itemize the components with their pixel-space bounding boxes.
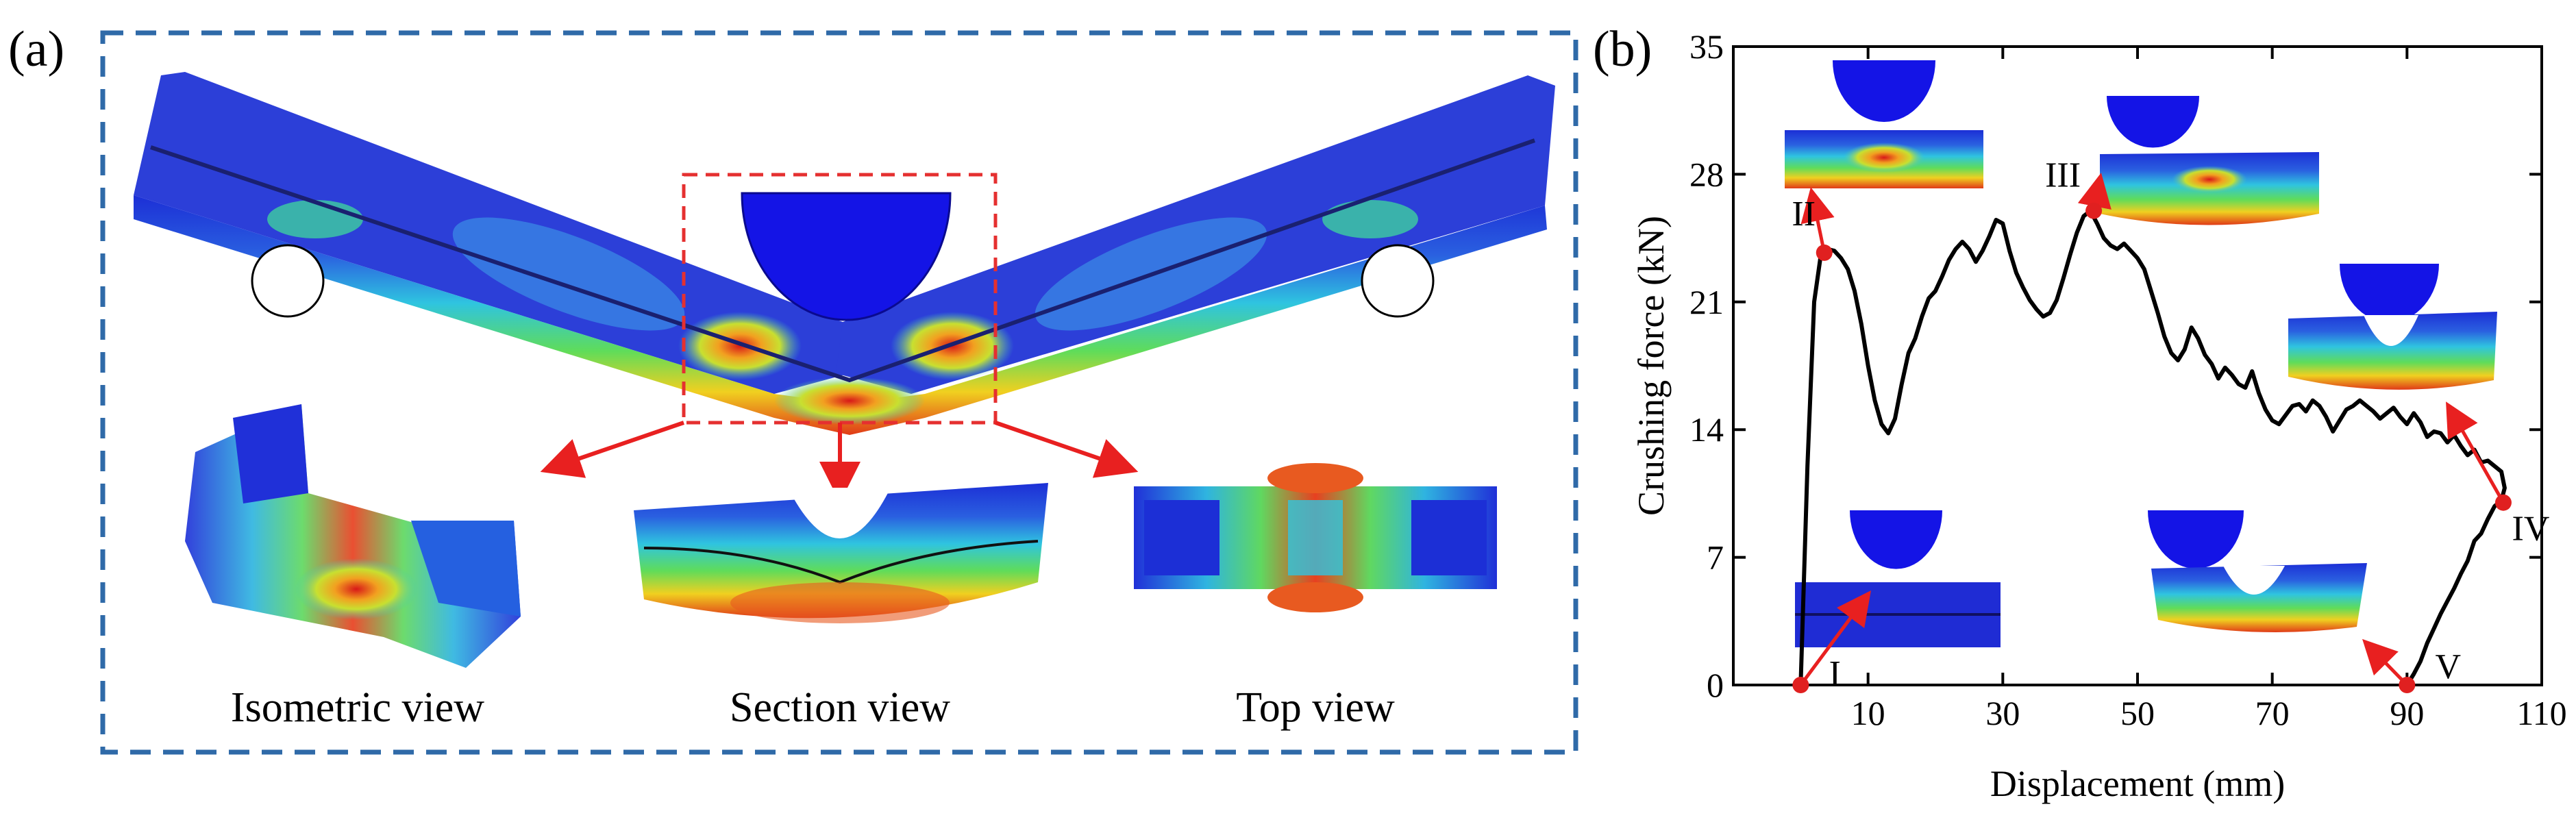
isometric-hotspot bbox=[295, 558, 418, 620]
top-view-pad-right bbox=[1411, 500, 1487, 575]
stage-label: IV bbox=[2512, 510, 2550, 549]
arrow-to-isometric bbox=[540, 421, 684, 478]
stage-label: V bbox=[2436, 647, 2462, 686]
support-roller-right bbox=[1361, 244, 1435, 318]
section-indent bbox=[788, 488, 891, 538]
stage-label: I bbox=[1829, 654, 1841, 693]
stage-marker bbox=[1792, 677, 1809, 693]
y-tick-label: 21 bbox=[1689, 283, 1724, 321]
x-tick-label: 110 bbox=[2516, 694, 2566, 732]
isometric-end-face bbox=[411, 521, 521, 616]
arrow-to-top bbox=[995, 421, 1139, 478]
top-view-label: Top view bbox=[1236, 684, 1395, 731]
isometric-view-model bbox=[185, 404, 521, 668]
x-tick-label: 10 bbox=[1851, 694, 1885, 732]
y-tick-label: 35 bbox=[1689, 27, 1724, 66]
section-body bbox=[634, 483, 1048, 619]
panel-a-label: (a) bbox=[8, 21, 64, 77]
x-tick-label: 70 bbox=[2255, 694, 2290, 732]
inset-stage-IV bbox=[2288, 264, 2497, 390]
stage-arrow bbox=[1800, 187, 1835, 253]
section-hotspot bbox=[730, 582, 950, 623]
stage-arrow bbox=[2446, 401, 2505, 503]
inset-stage-I bbox=[1795, 510, 2001, 647]
x-axis: 10 30 50 70 90 110 bbox=[1851, 47, 2567, 732]
stage-label: III bbox=[2045, 156, 2081, 195]
stress-zone-left bbox=[452, 217, 685, 331]
panel-b-label: (b) bbox=[1593, 21, 1652, 77]
stage-marker bbox=[2494, 494, 2512, 511]
stage-label: II bbox=[1792, 195, 1816, 234]
region-highlight-box bbox=[682, 173, 998, 425]
x-tick-label: 30 bbox=[1985, 694, 2020, 732]
support-roller-left bbox=[251, 244, 325, 318]
inset-stage-III bbox=[2100, 96, 2319, 225]
tube-mid-line bbox=[150, 138, 1535, 383]
support-contact-left bbox=[267, 200, 363, 238]
y-tick-label: 7 bbox=[1707, 538, 1724, 577]
y-axis: 0 7 14 21 28 35 bbox=[1689, 27, 2542, 704]
stage-marker bbox=[2399, 677, 2416, 693]
bent-tube-model bbox=[134, 72, 1555, 503]
x-axis-title: Displacement (mm) bbox=[1990, 763, 2285, 804]
panel-a-frame bbox=[100, 30, 1578, 755]
punch-indenter bbox=[741, 192, 952, 321]
y-tick-label: 28 bbox=[1689, 155, 1724, 193]
top-view-pad-left bbox=[1144, 500, 1219, 575]
inset-stage-II bbox=[1785, 60, 1983, 188]
stage-marker bbox=[2085, 202, 2103, 219]
top-view-bulge-bottom bbox=[1267, 582, 1363, 612]
support-contact-right bbox=[1322, 200, 1418, 238]
y-tick-label: 14 bbox=[1689, 410, 1724, 449]
stage-insets bbox=[1785, 60, 2497, 647]
top-view-bulge-top bbox=[1267, 463, 1363, 493]
x-tick-label: 50 bbox=[2120, 694, 2155, 732]
y-axis-title: Crushing force (kN) bbox=[1631, 216, 1672, 516]
stress-hotspot-bottom bbox=[774, 377, 925, 425]
y-tick-label: 0 bbox=[1707, 666, 1724, 704]
x-tick-label: 90 bbox=[2390, 694, 2424, 732]
stage-arrow bbox=[1799, 590, 1871, 686]
inset-stage-V bbox=[2148, 510, 2367, 632]
section-view-model bbox=[634, 483, 1048, 623]
stage-marker bbox=[1816, 244, 1833, 261]
section-view-label: Section view bbox=[730, 684, 950, 731]
stage-arrow bbox=[2362, 638, 2409, 686]
isometric-top-face bbox=[233, 404, 308, 503]
force-displacement-chart: 0 7 14 21 28 35 10 30 50 70 90 110 Displacement (m… bbox=[1631, 27, 2567, 804]
stress-hotspot-left bbox=[678, 312, 802, 380]
top-view-model bbox=[1134, 463, 1497, 612]
top-view-center bbox=[1288, 500, 1343, 575]
isometric-view-label: Isometric view bbox=[231, 684, 484, 731]
